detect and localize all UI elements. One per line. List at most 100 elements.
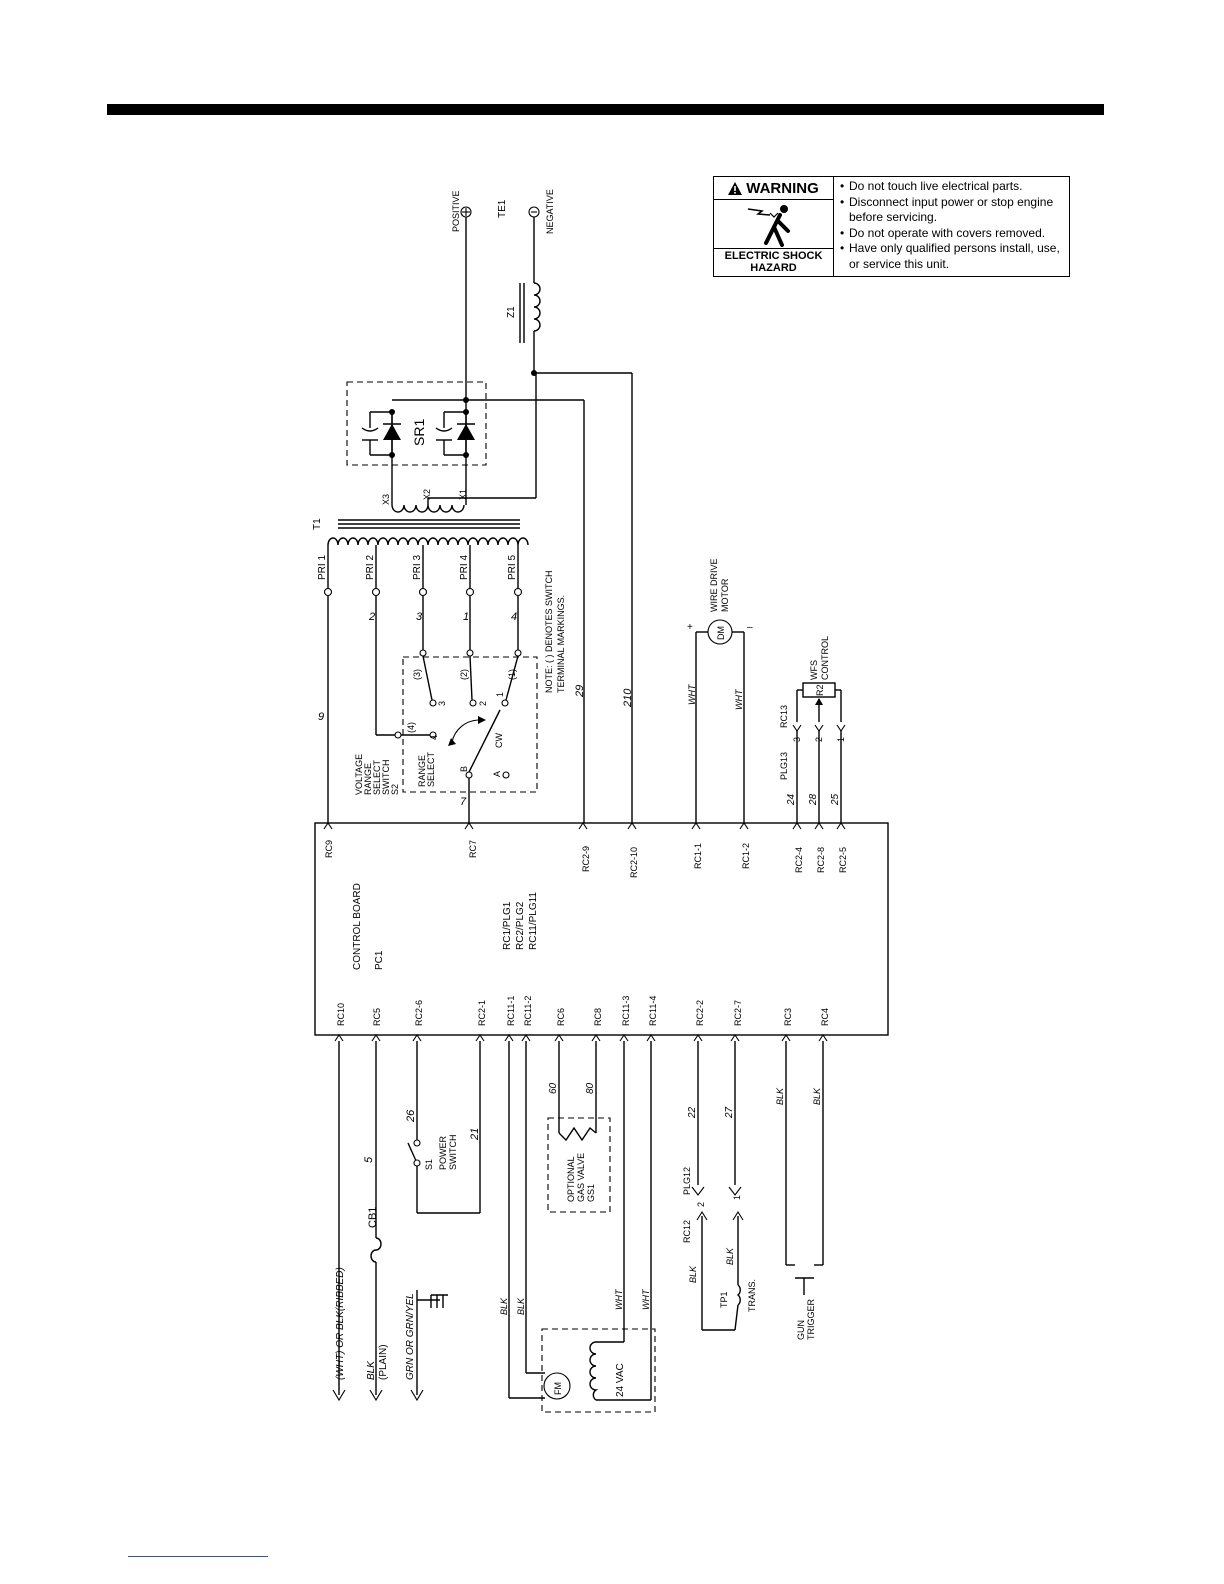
input-line-2: BLK xyxy=(366,1360,377,1380)
fm-wire-blk-1: BLK xyxy=(499,1297,509,1315)
conn-rc2-10: RC2-10 xyxy=(629,847,639,878)
wire-9: 9 xyxy=(318,711,324,723)
warning-bullet: Have only qualified persons install, use… xyxy=(840,241,1065,272)
motor-symbol: DM xyxy=(716,626,726,640)
warning-bullet-list: Do not touch live electrical parts. Disc… xyxy=(834,177,1069,276)
conn-rc2-9: RC2-9 xyxy=(581,846,591,872)
conn-rc2-2: RC2-2 xyxy=(695,1000,705,1026)
warning-label: WARNING ELECTRIC SHOCK HAZARD Do not tou… xyxy=(713,176,1070,277)
hazard-caption: ELECTRIC SHOCK HAZARD xyxy=(714,248,833,276)
conn-rc2-6: RC2-6 xyxy=(414,1000,424,1026)
wfs-r2: R2 xyxy=(815,684,825,696)
wire-1: 1 xyxy=(463,611,469,623)
gs-label-3: GS1 xyxy=(586,1184,596,1202)
conn-rc7: RC7 xyxy=(468,840,478,858)
plg12-label: PLG12 xyxy=(682,1167,692,1195)
wire-21: 21 xyxy=(469,1128,481,1141)
control-board-title: CONTROL BOARD xyxy=(352,883,363,970)
rc12-label: RC12 xyxy=(682,1220,692,1243)
fm-symbol: FM xyxy=(553,1382,563,1395)
switch-mark-3: (3) xyxy=(412,669,422,680)
control-board-outline xyxy=(314,822,889,1036)
warning-bullet: Do not touch live electrical parts. xyxy=(840,179,1065,195)
plg12-pin-1: 1 xyxy=(732,1195,742,1200)
wire-60: 60 xyxy=(548,1082,559,1094)
fan-motor-box xyxy=(541,1328,656,1413)
motor-minus: – xyxy=(747,622,753,633)
motor-wire-wht-1: WHT xyxy=(687,683,697,705)
plug-pair-3: RC11/PLG11 xyxy=(528,892,539,950)
switch-pos-4: 4 xyxy=(429,735,439,740)
conn-rc2-8: RC2-8 xyxy=(816,847,826,873)
plg12-pin-2: 2 xyxy=(696,1202,706,1207)
gas-valve-box xyxy=(547,1117,611,1213)
switch-mark-4: (4) xyxy=(406,722,416,733)
switch-pos-1: 1 xyxy=(495,692,505,697)
switch-pos-3: 3 xyxy=(437,701,447,706)
switch-s2-box xyxy=(402,656,538,793)
fm-wire-blk-2: BLK xyxy=(516,1297,526,1315)
z1-label: Z1 xyxy=(506,306,517,318)
electric-shock-icon xyxy=(747,205,790,247)
gun-wire-blk-1: BLK xyxy=(775,1087,785,1105)
tp1-wire-blk-1: BLK xyxy=(688,1265,698,1283)
wfs-pin-3: 3 xyxy=(792,737,802,742)
cb1-label: CB1 xyxy=(367,1207,379,1228)
pri-2-label: PRI 2 xyxy=(365,555,376,580)
warning-title: WARNING xyxy=(746,179,819,197)
vac-wire-wht-2: WHT xyxy=(641,1288,651,1310)
switch-name-3: SELECT xyxy=(372,759,382,795)
conn-rc2-5: RC2-5 xyxy=(838,847,848,873)
motor-label-2: MOTOR xyxy=(720,578,730,612)
conn-rc11-4: RC11-4 xyxy=(648,996,658,1026)
plug-pair-2: RC2/PLG2 xyxy=(515,901,526,950)
conn-rc6: RC6 xyxy=(556,1008,566,1026)
switch-note-2: TERMINAL MARKINGS. xyxy=(556,595,566,693)
wire-29: 29 xyxy=(574,685,586,698)
tp1-label-2: TRANS. xyxy=(747,1279,757,1312)
s1-label-2: POWER xyxy=(438,1135,448,1170)
pri-1-label: PRI 1 xyxy=(317,555,328,580)
wire-25: 25 xyxy=(830,793,841,806)
plug-pair-1: RC1/PLG1 xyxy=(502,901,513,950)
wire-3: 3 xyxy=(416,611,423,623)
pri-4-label: PRI 4 xyxy=(459,555,470,580)
range-select-1: RANGE xyxy=(417,755,427,787)
switch-name-4: SWITCH xyxy=(381,760,391,796)
gs-label-1: OPTIONAL xyxy=(566,1156,576,1202)
conn-rc11-3: RC11-3 xyxy=(621,996,631,1026)
switch-pos-b: B xyxy=(459,766,469,772)
negative-label: NEGATIVE xyxy=(545,189,555,234)
warning-triangle-icon xyxy=(728,181,743,195)
t1-label: T1 xyxy=(312,518,323,530)
top-rule xyxy=(107,104,1104,115)
wire-2: 2 xyxy=(368,611,375,623)
footer-link-rule xyxy=(128,1556,268,1557)
input-line-2b: (PLAIN) xyxy=(378,1344,389,1380)
tp1-label-1: TP1 xyxy=(719,1291,729,1308)
wfs-pin-2: 2 xyxy=(814,737,824,742)
s1-label-3: SWITCH xyxy=(448,1135,458,1171)
warning-header: WARNING xyxy=(714,177,833,200)
x2-label: X2 xyxy=(422,489,432,500)
sr1-label: SR1 xyxy=(411,419,427,446)
conn-rc4: RC4 xyxy=(820,1008,830,1026)
conn-rc3: RC3 xyxy=(783,1008,793,1026)
range-select-2: SELECT xyxy=(426,751,436,787)
wire-210: 210 xyxy=(622,688,634,708)
x1-label: X1 xyxy=(458,489,468,500)
control-board-ref: PC1 xyxy=(374,950,385,970)
switch-mark-2: (2) xyxy=(459,669,469,680)
wire-80: 80 xyxy=(585,1082,596,1094)
input-line-1: (WHT) OR BLK(RIBBED) xyxy=(335,1267,346,1380)
vac-label: 24 VAC xyxy=(615,1363,626,1397)
conn-rc2-1: RC2-1 xyxy=(477,1000,487,1026)
motor-wire-wht-2: WHT xyxy=(734,688,744,710)
switch-cw: CW xyxy=(494,733,504,748)
conn-rc10: RC10 xyxy=(336,1003,346,1026)
positive-label: POSITIVE xyxy=(451,190,461,232)
conn-rc2-7: RC2-7 xyxy=(733,1000,743,1026)
conn-rc2-4: RC2-4 xyxy=(794,847,804,873)
conn-rc11-2: RC11-2 xyxy=(523,996,533,1026)
